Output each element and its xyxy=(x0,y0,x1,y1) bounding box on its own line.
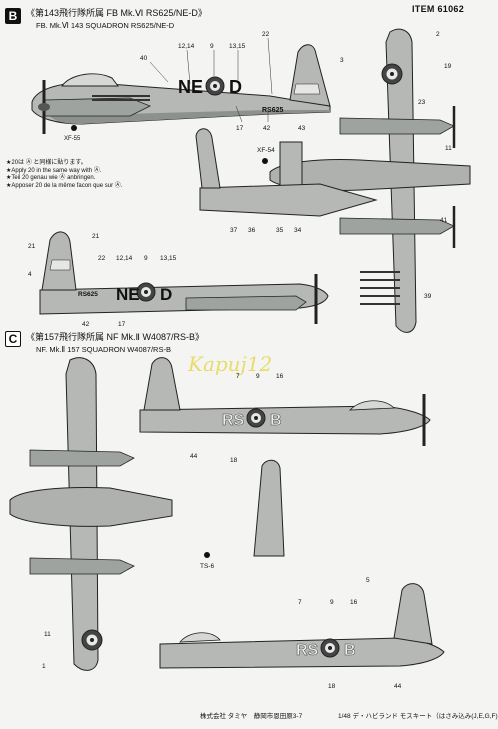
b-serial-lower: RS625 xyxy=(78,291,98,298)
b-callout-34: 34 xyxy=(294,227,302,234)
c-callout-11: 11 xyxy=(44,631,51,638)
c-callout-7b: 7 xyxy=(298,599,302,606)
watermark: Kapuj12 xyxy=(188,352,273,376)
c-callout-1: 1 xyxy=(42,663,46,670)
c-plan-view: 11 1 xyxy=(9,357,173,671)
footer-product: 1/48 デ・ハビランド モスキート（はさみ込み(J,E,G,F) xyxy=(338,713,498,720)
b-callout-2: 2 xyxy=(436,31,440,38)
b-callout-12-14: 12,14 xyxy=(178,43,195,50)
b-note-line-4: ★Apposer 20 de la même facon que sur Ⓐ. xyxy=(6,182,123,189)
b-serial-top: RS625 xyxy=(262,107,284,114)
c-callout-16b: 16 xyxy=(350,599,358,606)
b-callout-36: 36 xyxy=(248,227,256,234)
c-callout-16a: 16 xyxy=(276,373,284,380)
c-callout-18b: 18 xyxy=(328,683,336,690)
c-callout-18a: 18 xyxy=(230,457,238,464)
section-c-badge: C xyxy=(5,331,21,347)
b-callout-35: 35 xyxy=(276,227,284,234)
c-callout-7a: 7 xyxy=(236,373,240,380)
b-callout-9: 9 xyxy=(210,43,214,50)
c-callout-44a: 44 xyxy=(190,453,198,460)
b-callout-12-14b: 12,14 xyxy=(116,255,133,262)
section-b-title-en: FB. Mk.Ⅵ 143 SQUADRON RS625/NE-D xyxy=(36,21,175,30)
b-callout-40: 40 xyxy=(140,55,148,62)
b-code-d-lower: D xyxy=(160,285,172,304)
c-stencil-ts6: TS-6 xyxy=(200,563,215,570)
c-side-view-upper: RS B 7 9 16 44 18 xyxy=(139,357,431,464)
c-code-rs-lower: RS xyxy=(296,642,319,659)
item-number: ITEM 61062 xyxy=(411,4,464,14)
b-callout-23: 23 xyxy=(418,99,426,106)
b-callout-39: 39 xyxy=(424,293,432,300)
b-note-line-1: ★20は Ⓐ と同様に貼ります。 xyxy=(6,160,87,166)
b-code-ne-lower: NE xyxy=(116,285,140,304)
section-c-title-en: NF. Mk.Ⅱ 157 SQUADRON W4087/RS-B xyxy=(36,345,171,354)
b-callout-17: 17 xyxy=(236,125,244,132)
section-c-title-jp: 《第157飛行隊所属 NF Mk.Ⅱ W4087/RS-B》 xyxy=(26,332,204,342)
b-callout-42: 42 xyxy=(263,125,271,132)
footer-company: 株式会社 タミヤ 静岡市恩田原3-7 xyxy=(200,713,303,720)
b-callout-11: 11 xyxy=(445,145,452,152)
c-code-b-upper: B xyxy=(270,412,282,429)
b-callout-21b: 21 xyxy=(92,233,100,240)
c-tail-plan xyxy=(253,459,285,557)
b-callout-13-15: 13,15 xyxy=(229,43,246,50)
c-stencil-dot xyxy=(204,552,210,558)
c-code-rs-upper: RS xyxy=(222,412,245,429)
b-callout-9b: 9 xyxy=(144,255,148,262)
b-callout-13-15b: 13,15 xyxy=(160,255,177,262)
c-callout-9a: 9 xyxy=(256,373,260,380)
b-code-d-top: D xyxy=(229,77,242,97)
b-callout-3: 3 xyxy=(340,57,344,64)
b-stencil-xf54: XF-54 xyxy=(257,147,275,154)
b-callout-21a: 21 xyxy=(28,243,36,250)
b-callout-19: 19 xyxy=(444,63,452,70)
c-callout-44b: 44 xyxy=(394,683,402,690)
b-callout-17b: 17 xyxy=(118,321,126,328)
section-b-title-jp: 《第143飛行隊所属 FB Mk.Ⅵ RS625/NE-D》 xyxy=(26,8,207,18)
b-side-view-top: NE D RS625 40 12,14 9 13,15 22 17 42 XF-… xyxy=(31,31,331,142)
b-stencil-xf55: XF-55 xyxy=(64,136,81,142)
b-callout-42b: 42 xyxy=(82,321,90,328)
c-code-b-lower: B xyxy=(344,642,356,659)
b-code-ne-top: NE xyxy=(178,77,203,97)
c-side-view-lower: RS B 5 7 9 16 18 44 xyxy=(159,577,445,690)
section-b-badge: B xyxy=(5,8,21,24)
b-callout-41: 41 xyxy=(440,217,448,224)
b-callout-22: 22 xyxy=(262,31,270,38)
b-callout-4: 4 xyxy=(28,271,32,278)
b-side-view-mid: 37 36 35 34 xyxy=(195,128,378,234)
c-callout-9b: 9 xyxy=(330,599,334,606)
b-note-line-2: ★Apply 20 in the same way with Ⓐ. xyxy=(6,167,102,174)
b-stencil-xf54-dot xyxy=(262,158,268,164)
b-callout-22b: 22 xyxy=(98,255,106,262)
b-note-line-3: ★Teil 20 genau wie Ⓐ anbringen. xyxy=(6,175,96,181)
b-note-block: ★20は Ⓐ と同様に貼ります。 ★Apply 20 in the same w… xyxy=(6,160,156,190)
b-callout-43: 43 xyxy=(298,125,306,132)
b-callout-37: 37 xyxy=(230,227,238,234)
c-callout-5: 5 xyxy=(366,577,370,584)
b-side-view-lower: NE D RS625 21 4 21 22 12,14 9 13,15 42 1… xyxy=(28,231,329,328)
